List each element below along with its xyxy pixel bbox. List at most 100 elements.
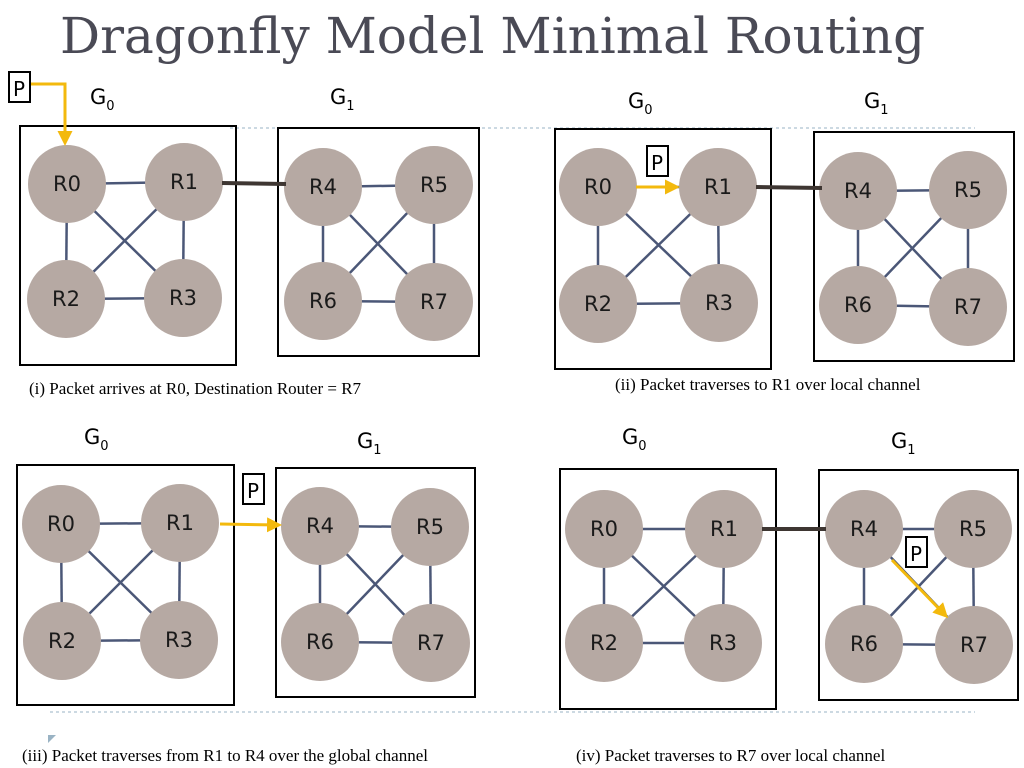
router-label-r1: R1 [166, 511, 194, 535]
router-label-r3: R3 [169, 286, 197, 310]
router-r7 [935, 606, 1013, 684]
panel-captions: (i) Packet arrives at R0, Destination Ro… [22, 375, 921, 765]
group-label-g0: G0 [628, 89, 653, 118]
router-label-r1: R1 [710, 517, 738, 541]
slide-title: Dragonfly Model Minimal Routing [60, 7, 925, 65]
group-box [19, 125, 237, 366]
router-label-r6: R6 [309, 289, 337, 313]
router-r0 [565, 490, 643, 568]
caption-panel-i: (i) Packet arrives at R0, Destination Ro… [29, 379, 362, 398]
router-label-r3: R3 [709, 631, 737, 655]
packet-box [8, 71, 31, 103]
packet-box [242, 473, 265, 505]
router-r7 [395, 263, 473, 341]
group-label-g1: G1 [864, 89, 889, 118]
group-subscript: 1 [907, 443, 915, 458]
group-letter: G [357, 429, 373, 453]
router-r3 [680, 264, 758, 342]
router-r4 [281, 487, 359, 565]
group-box [813, 131, 1015, 362]
packet-label: P [247, 479, 259, 503]
router-label-r4: R4 [850, 517, 878, 541]
router-label-r0: R0 [584, 175, 612, 199]
group-label-g1: G1 [891, 429, 916, 458]
group-box [16, 464, 235, 706]
caption-panel-iv: (iv) Packet traverses to R7 over local c… [576, 746, 885, 765]
router-r3 [684, 604, 762, 682]
router-label-r5: R5 [959, 517, 987, 541]
group-subscript: 0 [638, 439, 646, 454]
router-label-r3: R3 [165, 628, 193, 652]
router-r1 [145, 143, 223, 221]
group-subscript: 1 [880, 103, 888, 118]
router-r5 [391, 488, 469, 566]
group-letter: G [330, 85, 346, 109]
router-r1 [141, 484, 219, 562]
router-r3 [140, 601, 218, 679]
group-letter: G [628, 89, 644, 113]
router-r2 [559, 265, 637, 343]
router-label-r7: R7 [960, 633, 988, 657]
router-label-r0: R0 [590, 517, 618, 541]
group-letter: G [90, 85, 106, 109]
global-channel [755, 185, 823, 190]
caption-panel-iii: (iii) Packet traverses from R1 to R4 ove… [22, 746, 428, 765]
group-subscript: 1 [346, 99, 354, 114]
router-r6 [819, 266, 897, 344]
global-channel [221, 181, 287, 186]
router-label-r3: R3 [705, 291, 733, 315]
router-label-r1: R1 [704, 175, 732, 199]
router-r2 [565, 604, 643, 682]
router-label-r2: R2 [590, 631, 618, 655]
router-r7 [392, 604, 470, 682]
router-label-r2: R2 [48, 629, 76, 653]
group-label-g0: G0 [84, 425, 109, 454]
group-subscript: 1 [373, 443, 381, 458]
router-label-r7: R7 [417, 631, 445, 655]
router-r6 [825, 605, 903, 683]
router-label-r5: R5 [416, 515, 444, 539]
router-label-r7: R7 [420, 290, 448, 314]
router-r4 [284, 148, 362, 226]
router-label-r2: R2 [584, 292, 612, 316]
packet-box [905, 536, 928, 568]
router-r2 [23, 602, 101, 680]
router-r6 [284, 262, 362, 340]
router-label-r7: R7 [954, 295, 982, 319]
router-label-r2: R2 [52, 287, 80, 311]
packet-label: P [910, 542, 922, 566]
router-label-r5: R5 [954, 178, 982, 202]
caption-panel-ii: (ii) Packet traverses to R1 over local c… [615, 375, 921, 394]
router-r1 [679, 148, 757, 226]
router-r2 [27, 260, 105, 338]
packet-path-arrow [890, 558, 949, 619]
router-r5 [934, 490, 1012, 568]
router-r0 [22, 485, 100, 563]
group-label-g0: G0 [622, 425, 647, 454]
router-r0 [559, 148, 637, 226]
group-box [277, 127, 480, 357]
router-label-r4: R4 [306, 514, 334, 538]
router-label-r5: R5 [420, 173, 448, 197]
router-label-r0: R0 [47, 512, 75, 536]
group-label-g1: G1 [357, 429, 382, 458]
router-r0 [28, 145, 106, 223]
router-r7 [929, 268, 1007, 346]
router-label-r1: R1 [170, 170, 198, 194]
group-letter: G [84, 425, 100, 449]
group-box [559, 468, 777, 710]
